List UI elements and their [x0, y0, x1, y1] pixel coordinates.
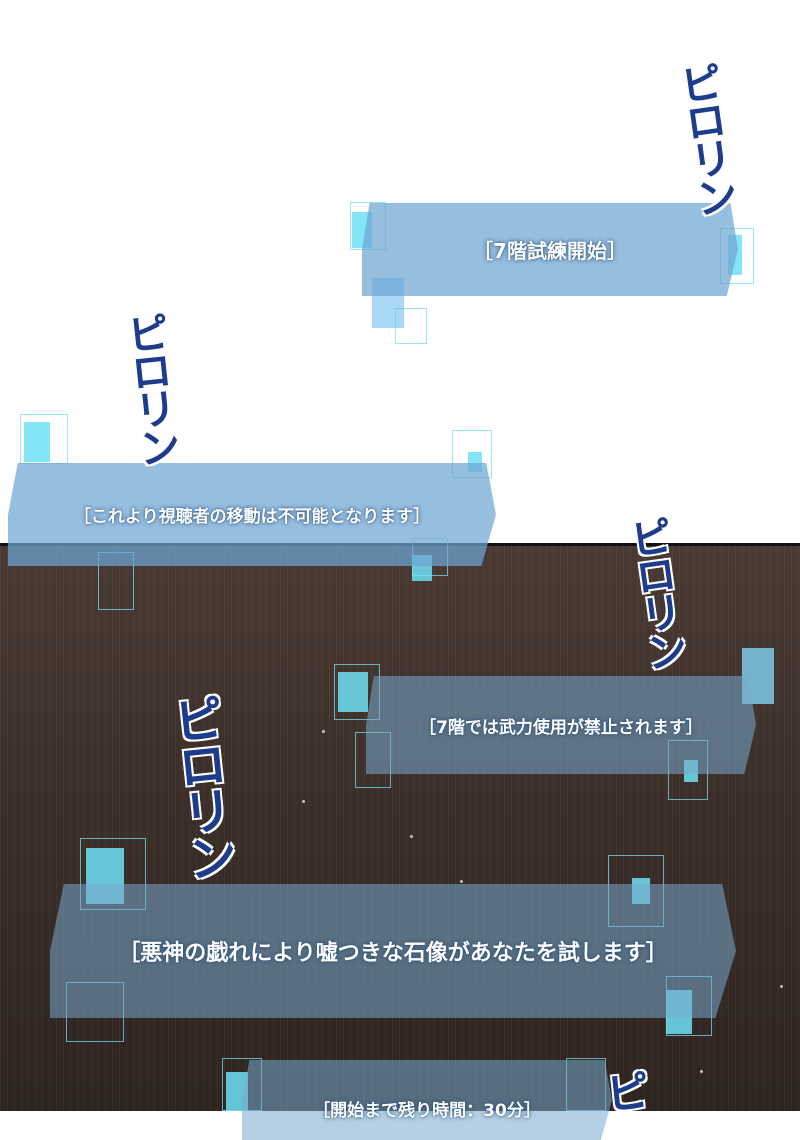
sound-effect-piron: ピ: [595, 1067, 650, 1113]
sparkle: [780, 985, 783, 988]
message-panel-stone-statue: ［悪神の戯れにより嘘つきな石像があなたを試します］: [50, 884, 736, 1018]
sparkle: [410, 835, 413, 838]
message-text: ［7階試練開始］: [473, 239, 627, 263]
message-text: ［7階では武力使用が禁止されます］: [419, 717, 703, 738]
message-text: ［開始まで残り時間：30分］: [313, 1101, 541, 1121]
message-panel-time-remaining: ［開始まで残り時間：30分］: [242, 1060, 612, 1140]
message-text: ［悪神の戯れにより嘘つきな石像があなたを試します］: [118, 941, 668, 966]
sparkle: [322, 730, 325, 733]
deco-square: [24, 422, 50, 462]
sparkle: [302, 800, 305, 803]
sparkle: [700, 1070, 703, 1073]
deco-square: [338, 672, 368, 712]
sparkle: [460, 880, 463, 883]
message-panel-force-prohibited: ［7階では武力使用が禁止されます］: [366, 676, 756, 774]
message-panel-viewer-movement: ［これより視聴者の移動は不可能となります］: [8, 463, 496, 566]
message-panel-trial-start: ［7階試練開始］: [362, 203, 738, 296]
message-text: ［これより視聴者の移動は不可能となります］: [73, 507, 431, 527]
